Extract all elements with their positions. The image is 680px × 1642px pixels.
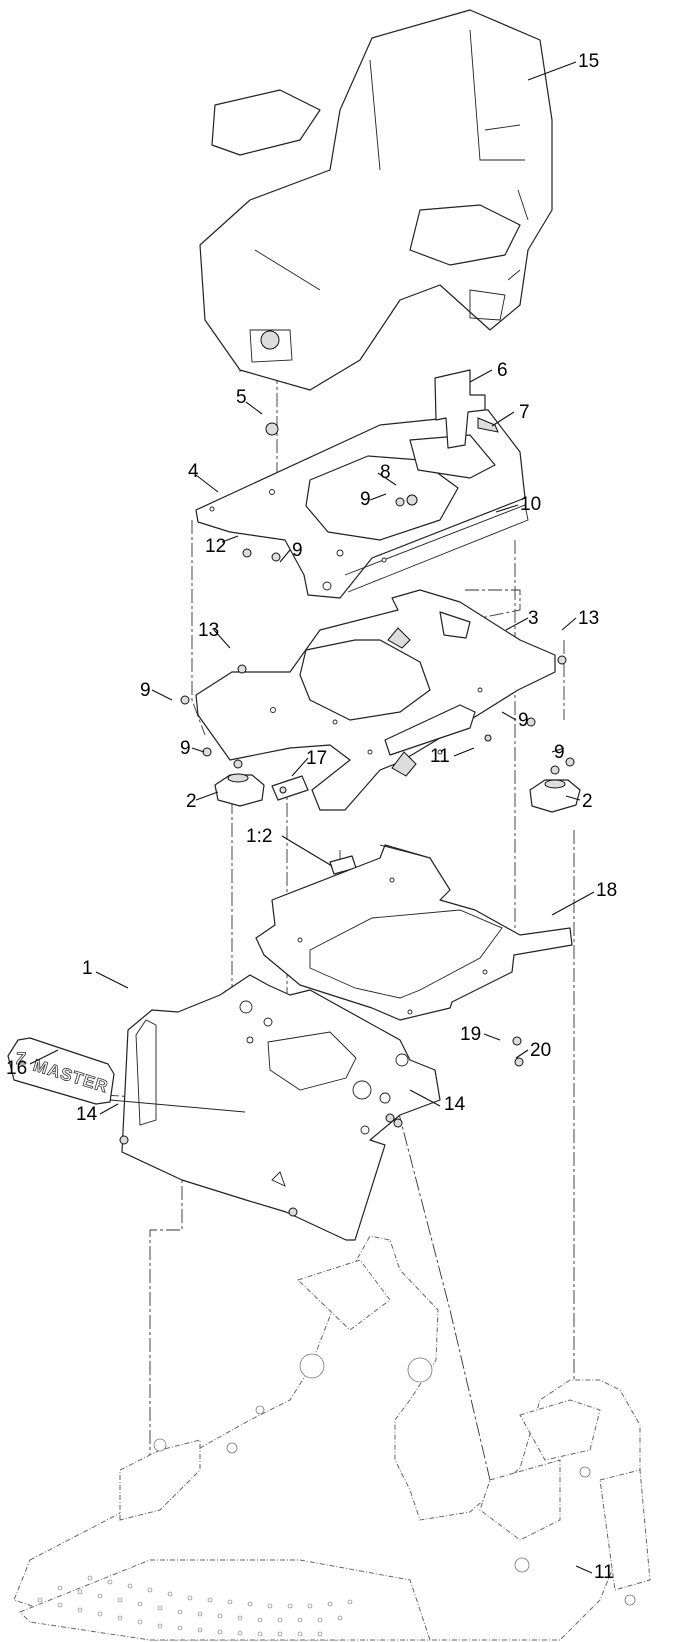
decal-initial: Z (16, 1049, 27, 1068)
callout-13-left: 13 (198, 620, 219, 641)
callout-12: 12 (205, 536, 226, 557)
suspension-plate (195, 589, 556, 811)
callout-9-mount-left: 9 (180, 738, 191, 759)
callout-13-right: 13 (578, 608, 599, 629)
callout-4: 4 (188, 461, 199, 482)
callout-9-mount-right: 9 (554, 742, 565, 763)
floor-perforation (37, 1575, 353, 1637)
callout-10: 10 (520, 494, 541, 515)
chassis-frame (13, 1235, 651, 1641)
seat-assembly (199, 9, 553, 391)
callout-5: 5 (236, 387, 247, 408)
callout-2-right: 2 (582, 791, 593, 812)
callout-1: 1 (82, 958, 93, 979)
callout-11-upper: 11 (430, 746, 450, 767)
callout-2-left: 2 (186, 791, 197, 812)
callout-18: 18 (596, 880, 617, 901)
callout-14-left: 14 (76, 1104, 98, 1125)
callout-17: 17 (306, 748, 327, 769)
callout-20: 20 (530, 1040, 551, 1061)
callout-8: 8 (380, 462, 391, 483)
callout-9-mid: 9 (518, 710, 529, 731)
decal (271, 775, 309, 801)
callout-11-lower: 11 (594, 1562, 614, 1583)
callout-9-left: 9 (140, 680, 151, 701)
isolator-mount-left (214, 759, 265, 807)
callout-1-2: 1:2 (246, 826, 272, 847)
callout-15: 15 (578, 51, 599, 72)
zmaster-decal: Z MASTER (7, 1037, 115, 1105)
callout-7: 7 (519, 402, 530, 423)
floor-pan (255, 844, 573, 1021)
bracket (434, 369, 499, 449)
leader-lines (29, 61, 595, 1574)
callout-9-plate: 9 (292, 540, 303, 561)
callout-3: 3 (528, 608, 539, 629)
main-panel (109, 974, 441, 1241)
callout-6: 6 (497, 360, 508, 381)
callout-14-right: 14 (444, 1094, 466, 1115)
isolator-mount-right (529, 765, 581, 813)
callout-19: 19 (460, 1024, 481, 1045)
callout-labels: 15 6 5 7 8 9 4 10 12 9 3 13 13 9 9 11 9 … (6, 51, 617, 1583)
seat-mount-plate (195, 407, 529, 599)
callout-9-top: 9 (360, 489, 371, 510)
callout-16: 16 (6, 1058, 27, 1079)
